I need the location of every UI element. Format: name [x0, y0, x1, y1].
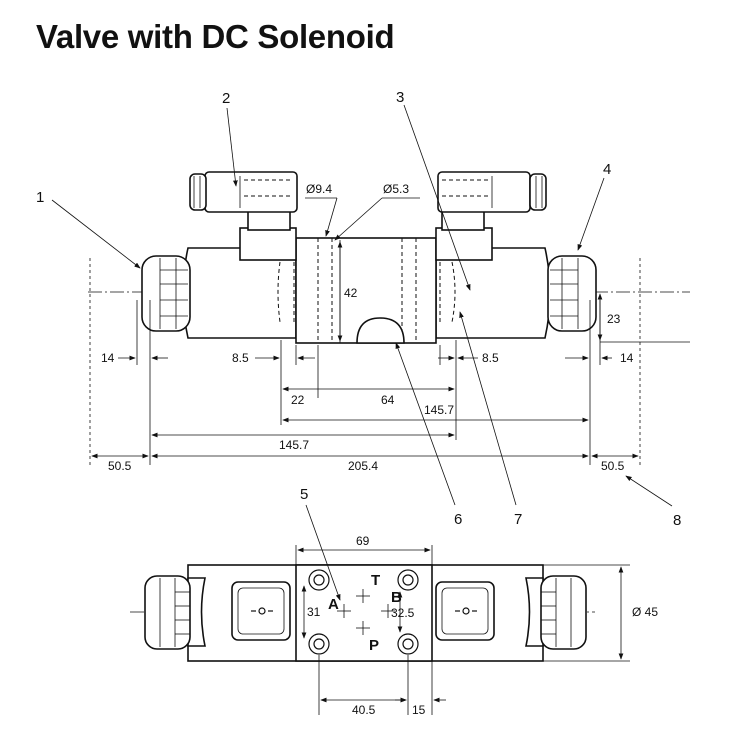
right-coil-body: [435, 247, 551, 339]
dim-32-5: 32.5: [391, 606, 415, 620]
callout-1: 1: [36, 189, 44, 206]
dim-145-7-upper: 145.7: [424, 403, 454, 417]
dim-8-5-left: 8.5: [232, 351, 249, 365]
dim-22: 22: [291, 393, 305, 407]
top-mounting-holes: [308, 569, 419, 655]
dim-69: 69: [356, 534, 370, 548]
front-view: Ø9.4 Ø5.3 42 23 14 14 8.5 8.5 22 64 145.…: [36, 89, 690, 529]
port-b-label: B: [391, 589, 402, 606]
port-a-label: A: [328, 596, 339, 613]
callout-2: 2: [222, 90, 230, 107]
top-right-connector: [435, 581, 495, 641]
callout-3: 3: [396, 89, 404, 106]
dim-31: 31: [307, 605, 321, 619]
top-left-connector: [231, 581, 291, 641]
front-dimension-lines: [91, 197, 639, 459]
top-extension-lines: [295, 545, 630, 715]
valve-block-hidden-lines: [277, 238, 456, 343]
left-connector-plug: [189, 171, 298, 261]
bottom-port: [356, 317, 405, 344]
dim-14-right: 14: [620, 351, 634, 365]
callout-8: 8: [673, 512, 681, 529]
dim-8-5-right: 8.5: [482, 351, 499, 365]
left-knurled-nut: [141, 255, 191, 332]
dim-145-7-lower: 145.7: [279, 438, 309, 452]
top-left-coil-cap: [187, 577, 206, 647]
dim-dia-45: Ø 45: [632, 605, 658, 619]
left-coil-body: [182, 247, 297, 339]
page-title: Valve with DC Solenoid: [36, 18, 395, 55]
right-connector-plug: [435, 171, 547, 261]
top-right-knurled-nut: [540, 575, 587, 650]
port-p-label: P: [369, 637, 379, 654]
dim-23: 23: [607, 312, 621, 326]
top-right-coil-cap: [525, 577, 544, 647]
port-t-label: T: [371, 572, 380, 589]
dim-dia-9-4: Ø9.4: [306, 182, 332, 196]
callout-7: 7: [514, 511, 522, 528]
dim-14-left: 14: [101, 351, 115, 365]
dim-50-5-right: 50.5: [601, 459, 625, 473]
dim-15: 15: [412, 703, 426, 717]
callout-4: 4: [603, 161, 611, 178]
top-view: A B T P 69 31 32.5 Ø 45 40.5 15 5: [130, 486, 658, 717]
dim-50-5-left: 50.5: [108, 459, 132, 473]
dim-dia-5-3: Ø5.3: [383, 182, 409, 196]
dim-42: 42: [344, 286, 358, 300]
top-left-knurled-nut: [144, 575, 191, 650]
front-callout-leaders: [51, 104, 673, 507]
top-dimension-lines: [297, 504, 624, 703]
dim-40-5: 40.5: [352, 703, 376, 717]
callout-5: 5: [300, 486, 308, 503]
right-knurled-nut: [547, 255, 597, 332]
top-subplate: [295, 564, 433, 662]
top-port-crosshairs: [337, 589, 395, 635]
dim-64: 64: [381, 393, 395, 407]
callout-6: 6: [454, 511, 462, 528]
dim-205-4: 205.4: [348, 459, 378, 473]
